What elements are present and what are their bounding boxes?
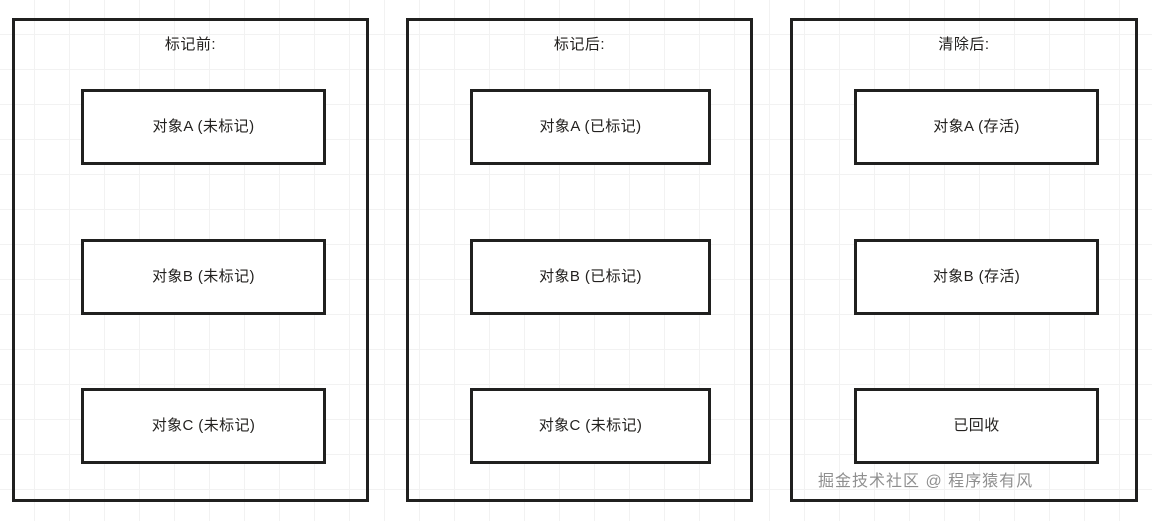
panel-title-after-sweep: 清除后: <box>938 36 990 53</box>
object-box-a-before-mark: 对象A (未标记) <box>81 89 326 165</box>
object-box-label: 对象B (未标记) <box>152 268 255 285</box>
object-box-a-after-sweep: 对象A (存活) <box>854 89 1099 165</box>
object-box-label: 对象B (存活) <box>932 268 1021 285</box>
object-box-c-before-mark: 对象C (未标记) <box>81 388 326 464</box>
object-box-label: 对象C (未标记) <box>538 417 643 434</box>
panel-after-sweep: 清除后: 对象A (存活) 对象B (存活) 已回收 <box>790 18 1138 502</box>
object-box-label: 对象B (已标记) <box>539 268 642 285</box>
object-box-c-after-mark: 对象C (未标记) <box>470 388 711 464</box>
object-box-b-before-mark: 对象B (未标记) <box>81 239 326 315</box>
panel-title-before-mark: 标记前: <box>164 36 217 53</box>
panel-title-after-mark: 标记后: <box>553 36 606 53</box>
object-box-label: 对象A (存活) <box>933 118 1020 135</box>
watermark-text: 掘金技术社区 @ 程序猿有风 <box>818 473 1034 490</box>
panel-before-mark: 标记前: 对象A (未标记) 对象B (未标记) 对象C (未标记) <box>12 18 369 502</box>
object-box-c-after-sweep: 已回收 <box>854 388 1099 464</box>
object-box-label: 对象C (未标记) <box>151 417 256 434</box>
object-box-b-after-mark: 对象B (已标记) <box>470 239 711 315</box>
object-box-label: 对象A (未标记) <box>152 118 255 135</box>
object-box-label: 已回收 <box>953 417 1000 434</box>
object-box-b-after-sweep: 对象B (存活) <box>854 239 1099 315</box>
object-box-label: 对象A (已标记) <box>539 118 642 135</box>
panel-after-mark: 标记后: 对象A (已标记) 对象B (已标记) 对象C (未标记) <box>406 18 753 502</box>
object-box-a-after-mark: 对象A (已标记) <box>470 89 711 165</box>
